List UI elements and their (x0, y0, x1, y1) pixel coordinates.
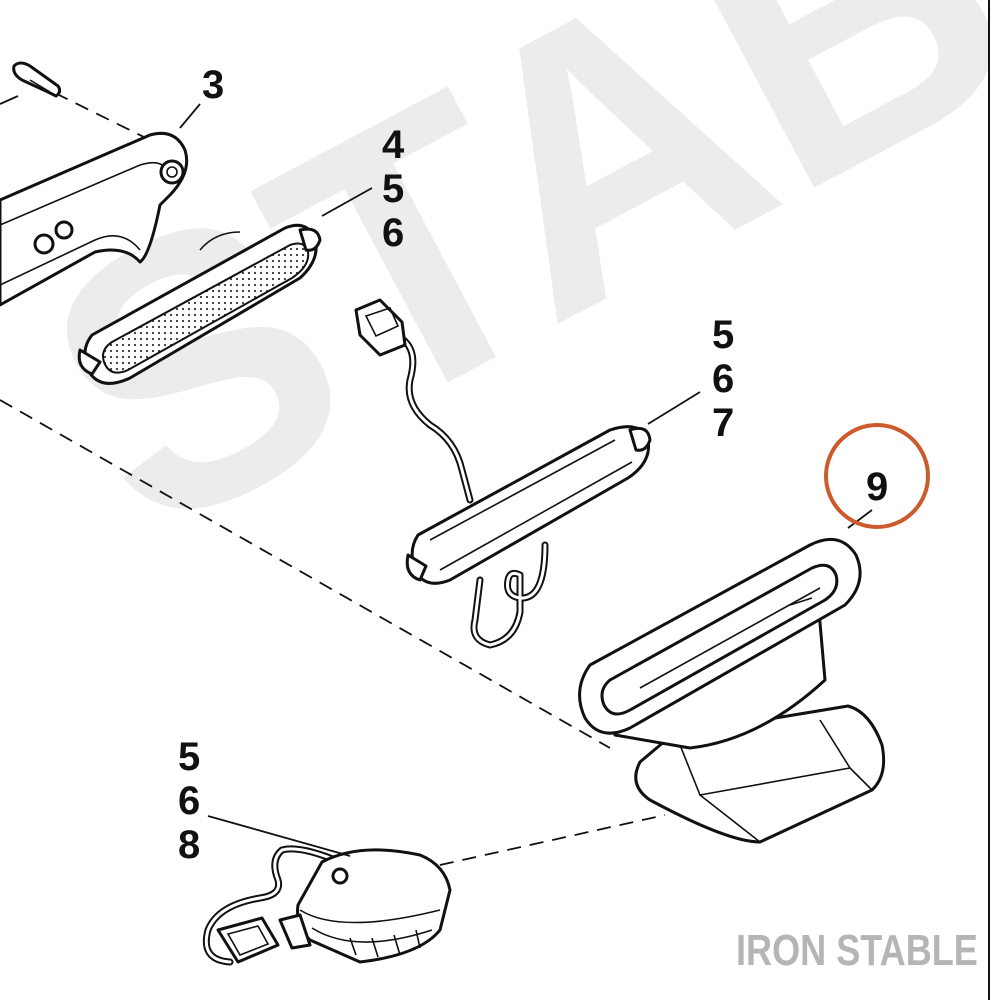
page-border (988, 0, 1000, 1000)
light-bar-mesh (77, 223, 322, 385)
callout-9: 9 (866, 465, 888, 509)
connector-plug-lower (216, 916, 280, 964)
bolt (0, 61, 62, 105)
assembly-line-lower (394, 814, 666, 876)
callout-4: 4 (382, 123, 405, 167)
callout-5: 5 (382, 167, 404, 211)
leader-9 (847, 509, 873, 529)
light-bar-wired (354, 298, 652, 649)
connector-plug-upper (354, 298, 407, 357)
lower-module (202, 845, 452, 966)
callout-3: 3 (202, 63, 224, 107)
brand-logo-text: IRON STABLE (736, 926, 978, 975)
callout-6: 6 (178, 779, 200, 823)
callout-8: 8 (178, 823, 200, 867)
assembly-line-main (0, 399, 611, 749)
callout-5: 5 (178, 735, 200, 779)
lamp-housing (578, 537, 886, 844)
assembly-line-bolt (54, 92, 161, 146)
mounting-bracket (0, 131, 189, 307)
leader-567 (647, 391, 701, 425)
leader-568 (207, 815, 351, 857)
callout-6: 6 (712, 357, 734, 401)
leader-3 (179, 103, 201, 129)
callout-7: 7 (712, 401, 734, 445)
callout-5: 5 (712, 313, 734, 357)
callout-6: 6 (382, 211, 404, 255)
leader-456 (321, 187, 373, 217)
highlight-circle (824, 423, 930, 529)
